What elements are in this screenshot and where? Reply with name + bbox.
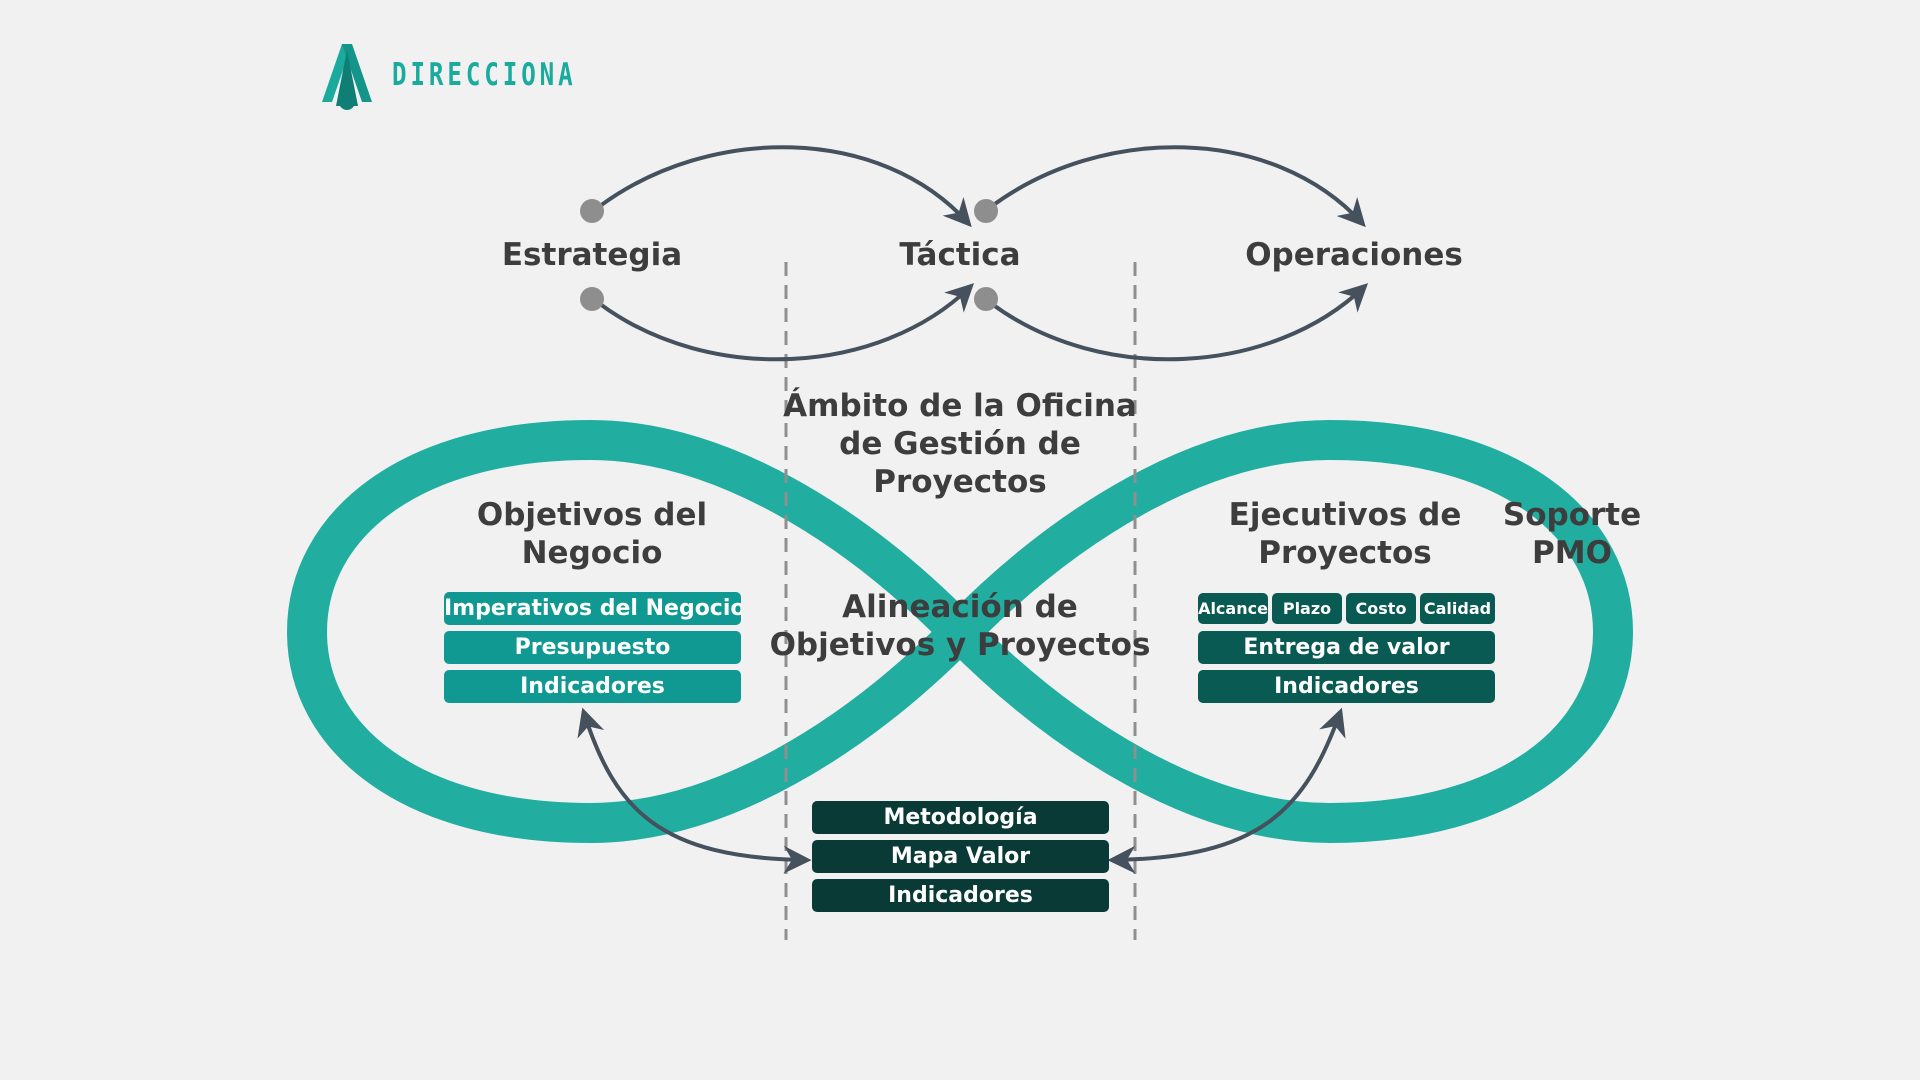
dot-tactic-bottom [974,287,998,311]
dot-strategy-bottom [580,287,604,311]
pmo-scope-line2: de Gestión de [839,426,1081,462]
executives-chip-cost: Costo [1346,593,1416,624]
business-box-imperatives: Imperativos del Negocio [444,592,741,625]
dot-strategy-top [580,199,604,223]
brand-logo: DIRECCIONA [318,40,629,110]
executives-box-indicators: Indicadores [1198,670,1495,703]
center-box-methodology: Metodología [812,801,1109,834]
pmo-support-label: Soporte PMO [1503,496,1641,572]
dot-tactic-top [974,199,998,223]
pmo-scope-line1: Ámbito de la Oficina [783,388,1137,424]
executives-chip-scope: Alcance [1198,593,1268,624]
center-box-indicators: Indicadores [812,879,1109,912]
alignment-line1: Alineación de [842,589,1078,625]
executives-chip-quality: Calidad [1420,593,1495,624]
executives-chip-term: Plazo [1272,593,1342,624]
executives-title-line1: Ejecutivos de [1228,497,1462,533]
alignment-text: Alineación de Objetivos y Proyectos [770,588,1151,664]
arrow-tactic-to-operations-bottom [990,283,1369,362]
executives-box-value-delivery: Entrega de valor [1198,631,1495,664]
pmo-scope-line3: Proyectos [873,464,1047,500]
arrow-business-to-center [577,707,812,874]
business-title-line1: Objetivos del [476,497,708,533]
arrow-executives-to-center [1107,707,1346,874]
center-box-value-map: Mapa Valor [812,840,1109,873]
stage-operations-label: Operaciones [1245,237,1463,273]
arrow-tactic-to-operations-top [990,145,1366,228]
brand-logo-mark-icon [322,44,372,110]
infinity-loop [286,419,1634,844]
brand-logo-wordmark: DIRECCIONA [392,57,577,93]
pmo-scope-text: Ámbito de la Oficina de Gestión de Proye… [783,387,1137,501]
business-box-budget: Presupuesto [444,631,741,664]
business-box-indicators: Indicadores [444,670,741,703]
pmo-support-line2: PMO [1532,535,1612,571]
business-title-line2: Negocio [521,535,663,571]
executives-title-line2: Proyectos [1258,535,1432,571]
arrow-strategy-to-tactic-bottom [598,283,975,362]
arrow-strategy-to-tactic-top [598,145,972,228]
alignment-line2: Objetivos y Proyectos [769,627,1151,663]
business-objectives-title: Objetivos del Negocio [477,496,707,572]
stage-strategy-label: Estrategia [501,237,683,273]
stage-tactic-label: Táctica [899,237,1021,273]
executives-title: Ejecutivos de Proyectos [1229,496,1462,572]
pmo-support-line1: Soporte [1502,497,1642,533]
